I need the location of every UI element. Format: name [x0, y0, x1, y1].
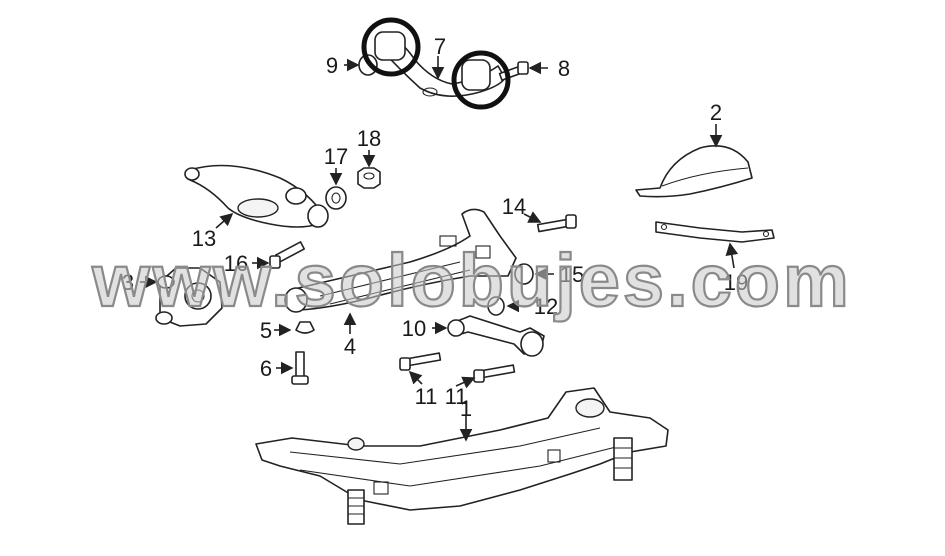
callout-15: 15: [560, 262, 584, 287]
callout-17: 17: [324, 144, 348, 169]
callout-16: 16: [224, 251, 248, 276]
callout-3: 3: [122, 270, 134, 295]
callout-18: 18: [357, 126, 381, 151]
highlight-circle-bushing-front: [361, 17, 421, 77]
callout-12: 12: [534, 294, 558, 319]
callout-4: 4: [344, 334, 356, 359]
callout-1: 1: [460, 396, 472, 421]
part-19-bracket: [655, 221, 775, 243]
part-8-bolt: [498, 61, 529, 81]
callout-leaders: [140, 56, 739, 442]
part-16-bolt: [269, 241, 306, 269]
highlight-circle-bushing-rear: [451, 50, 511, 110]
part-3-knuckle: [155, 267, 223, 327]
part-5-washer: [295, 321, 315, 334]
callout-8: 8: [558, 56, 570, 81]
callout-9: 9: [326, 53, 338, 78]
callout-labels: 1 2 3 4 5 6 7 8 9 10 11 11 12 13 14 15 1…: [122, 34, 748, 421]
callout-2: 2: [710, 100, 722, 125]
part-10-lateral-link: [447, 315, 545, 357]
part-2-cover: [635, 145, 753, 198]
callout-5: 5: [260, 318, 272, 343]
part-1-subframe: [255, 387, 669, 525]
callout-11-b: 11: [445, 384, 468, 409]
part-17-washer: [325, 186, 347, 210]
part-11-bolt-b: [473, 364, 516, 383]
callout-13: 13: [192, 226, 216, 251]
watermark-text: www.solobujes.com: [91, 239, 852, 322]
callout-19: 19: [724, 270, 748, 295]
callout-10: 10: [402, 316, 426, 341]
callout-11-a: 11: [415, 384, 438, 409]
part-18-nut: [357, 167, 381, 189]
part-15-bushing: [514, 263, 534, 285]
part-6-bolt: [291, 351, 309, 385]
callout-6: 6: [260, 356, 272, 381]
part-13-lower-arm: [184, 164, 329, 228]
callout-14: 14: [502, 194, 526, 219]
part-4-trailing-arm: [284, 208, 517, 313]
part-12-bushing: [487, 296, 505, 316]
part-11-bolt-a: [399, 352, 442, 371]
callout-7: 7: [434, 34, 446, 59]
part-14-bolt: [536, 214, 577, 233]
